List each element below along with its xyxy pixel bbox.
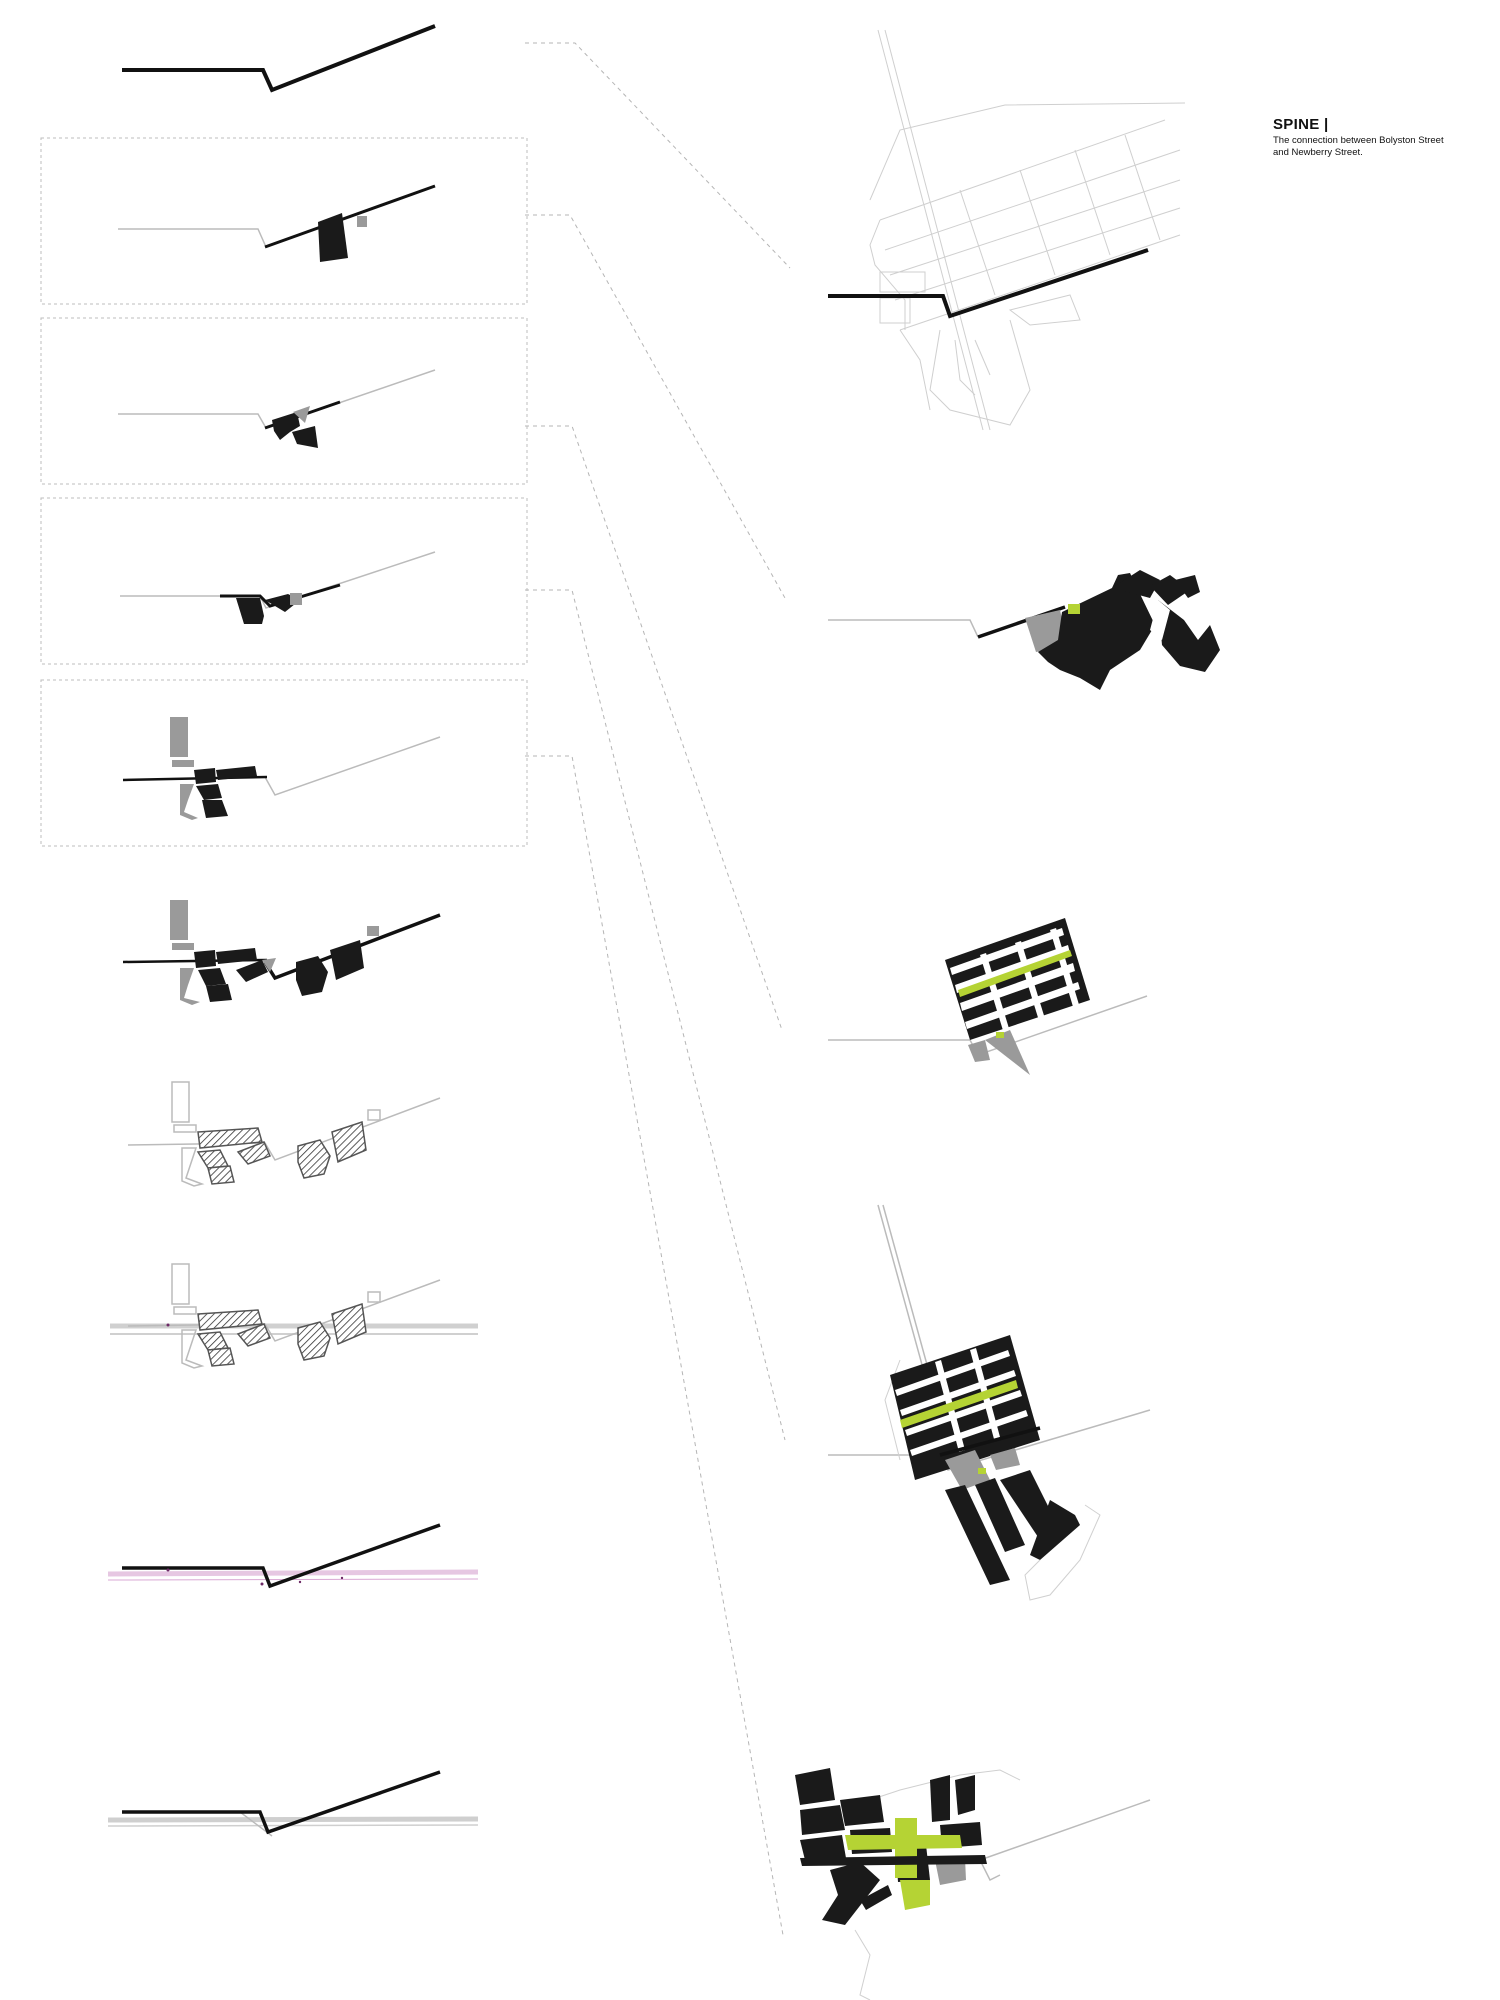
step-frame-2 <box>40 137 528 305</box>
map-3-spine <box>828 918 1148 1075</box>
map-1-street-grid <box>869 29 1186 431</box>
step-1-spine <box>122 24 436 93</box>
step-3-spine <box>118 369 436 448</box>
step-8-spine <box>110 1263 478 1369</box>
connector-2 <box>525 214 786 599</box>
step-frames <box>40 137 528 847</box>
step-4-spine <box>120 551 436 624</box>
step-10-spine <box>107 1770 479 1837</box>
map-4-spine <box>828 1204 1151 1601</box>
step-5-spine <box>122 717 441 820</box>
connector-5 <box>525 755 784 1936</box>
title-block: SPINE | The connection between Bolyston … <box>1273 116 1473 159</box>
step-6-spine <box>122 900 441 1005</box>
map-1-spine <box>828 248 1149 319</box>
connector-lines <box>525 42 791 1936</box>
connector-1 <box>525 42 791 269</box>
page-title: SPINE | <box>1273 116 1329 133</box>
connector-4 <box>525 589 786 1441</box>
step-frame-3 <box>40 317 528 485</box>
map-2-spine <box>828 570 1220 690</box>
step-frame-4 <box>40 497 528 665</box>
page-subtitle: The connection between Bolyston Street a… <box>1273 135 1444 158</box>
map-5-spine <box>795 1768 1151 2000</box>
step-2-spine <box>118 184 436 262</box>
step-7-spine <box>127 1081 441 1187</box>
step-frame-5 <box>40 679 528 847</box>
connector-3 <box>525 425 783 1031</box>
step-9-spine <box>107 1523 479 1589</box>
